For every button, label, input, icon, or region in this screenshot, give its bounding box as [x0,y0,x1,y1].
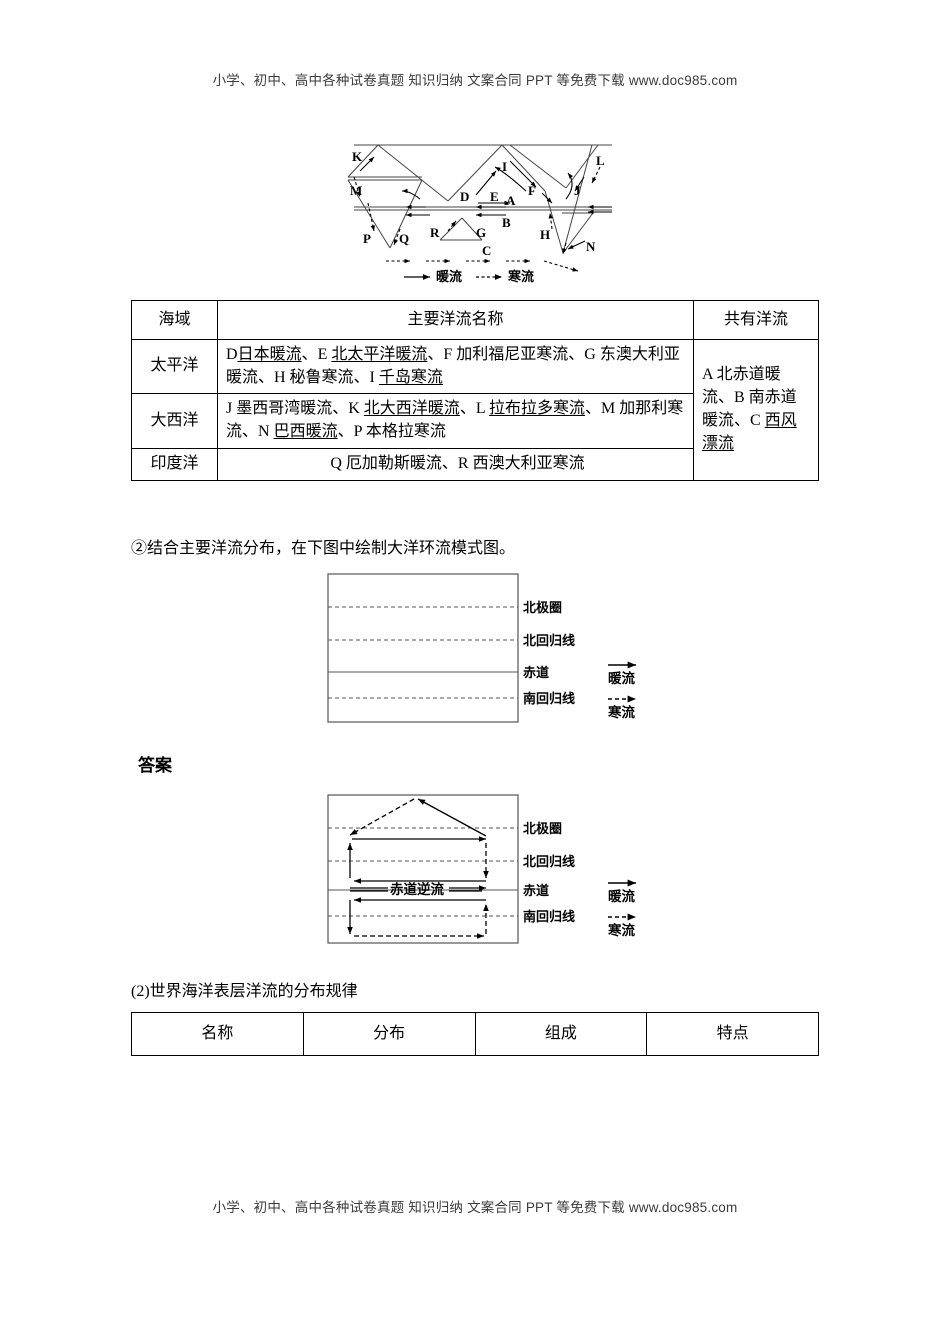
question-2-prompt: ②结合主要洋流分布，在下图中绘制大洋环流模式图。 [131,540,516,557]
figure-letter-A: A [506,193,516,208]
figure-letter-H: H [540,227,550,242]
column-header-shared: 共有洋流 [693,300,819,340]
top-legend-warm-label: 暖流 [436,269,462,283]
distribution-rules-table: 名称 分布 组成 特点 [131,1012,819,1056]
zone-label-tropic-cancer: 北回归线 [523,633,575,648]
zone-label-equator: 赤道 [523,665,549,680]
figure-letter-L: L [596,153,605,168]
legend-cold-label: 寒流 [608,922,636,938]
figure-letter-D: D [460,189,469,204]
row-names-indian: Q 厄加勒斯暖流、R 西澳大利亚寒流 [217,447,694,481]
blank-gyre-svg: 北极圈 北回归线 赤道 南回归线 暖流 寒流 [327,573,636,723]
gyre-box [327,794,519,944]
gyre-legend: 暖流 寒流 [608,879,636,938]
zone-label-tropic-capricorn: 南回归线 [523,691,575,706]
figure-letter-K: K [352,149,363,164]
figure-letter-F: F [528,183,536,198]
table-header-row: 海域 主要洋流名称 共有洋流 [131,300,819,340]
figure-letter-N: N [586,239,596,254]
zone-label-tropic-cancer: 北回归线 [523,854,575,869]
row-names-atlantic: J 墨西哥湾暖流、K 北大西洋暖流、L 拉布拉多寒流、M 加那利寒流、N 巴西暖… [217,393,694,449]
blank-gyre-diagram: 北极圈 北回归线 赤道 南回归线 暖流 寒流 [318,565,658,730]
row-names-pacific: D日本暖流、E 北太平洋暖流、F 加利福尼亚寒流、G 东澳大利亚暖流、H 秘鲁寒… [217,338,694,395]
column-header-name: 名称 [131,1012,304,1056]
table-header-row: 名称 分布 组成 特点 [131,1012,819,1056]
ocean-currents-schematic-figure: K M P Q R G D I E A B C F H J L N [330,133,630,283]
legend-warm-label: 暖流 [608,888,636,904]
answer-gyre-svg: 赤道逆流 北极圈 北回归线 赤道 南回归线 暖流 寒流 [327,794,636,944]
gyre-legend: 暖流 寒流 [608,661,636,720]
equatorial-countercurrent-label: 赤道逆流 [390,881,444,897]
figure-letter-M: M [350,183,362,198]
zone-label-equator: 赤道 [523,883,549,898]
figure-letter-R: R [430,225,440,240]
watermark-bottom: 小学、初中、高中各种试卷真题 知识归纳 文案合同 PPT 等免费下载 www.d… [212,1200,738,1215]
gyre-box [327,573,519,723]
zone-label-arctic-circle: 北极圈 [523,600,562,615]
row-area-indian: 印度洋 [131,447,218,481]
column-header-distribution: 分布 [302,1012,476,1056]
top-legend-cold-label: 寒流 [507,269,534,283]
column-header-features: 特点 [646,1012,819,1056]
major-currents-table: 海域 主要洋流名称 共有洋流 太平洋 D日本暖流、E 北太平洋暖流、F 加利福尼… [131,300,819,481]
shared-currents-cell: A 北赤道暖流、B 南赤道暖流、C 西风漂流 [693,339,819,481]
ocean-currents-svg: K M P Q R G D I E A B C F H J L N [347,144,612,283]
answer-heading: 答案 [138,756,172,775]
section-2-title: (2)世界海洋表层洋流的分布规律 [131,983,358,1000]
figure-letter-B: B [502,215,511,230]
figure-letter-G: G [476,225,486,240]
answer-gyre-diagram: 赤道逆流 北极圈 北回归线 赤道 南回归线 暖流 寒流 [318,786,658,954]
table-row: 大西洋 J 墨西哥湾暖流、K 北大西洋暖流、L 拉布拉多寒流、M 加那利寒流、N… [131,393,819,449]
table-row: 太平洋 D日本暖流、E 北太平洋暖流、F 加利福尼亚寒流、G 东澳大利亚暖流、H… [131,338,819,481]
legend-cold-label: 寒流 [608,704,636,720]
zone-label-tropic-capricorn: 南回归线 [523,909,575,924]
figure-letter-C: C [482,243,491,258]
legend-warm-label: 暖流 [608,670,636,686]
table-row: 印度洋 Q 厄加勒斯暖流、R 西澳大利亚寒流 [131,447,819,481]
row-area-atlantic: 大西洋 [131,393,218,449]
column-header-area: 海域 [131,300,218,340]
figure-letter-P: P [363,231,371,246]
figure-letter-Q: Q [399,231,409,246]
column-header-composition: 组成 [474,1012,648,1056]
figure-letter-E: E [490,189,499,204]
zone-label-arctic-circle: 北极圈 [523,821,562,836]
figure-letter-J: J [574,183,581,198]
watermark-top: 小学、初中、高中各种试卷真题 知识归纳 文案合同 PPT 等免费下载 www.d… [212,73,738,88]
row-area-pacific: 太平洋 [131,338,218,395]
figure-letter-I: I [502,159,507,174]
column-header-names: 主要洋流名称 [217,300,694,340]
